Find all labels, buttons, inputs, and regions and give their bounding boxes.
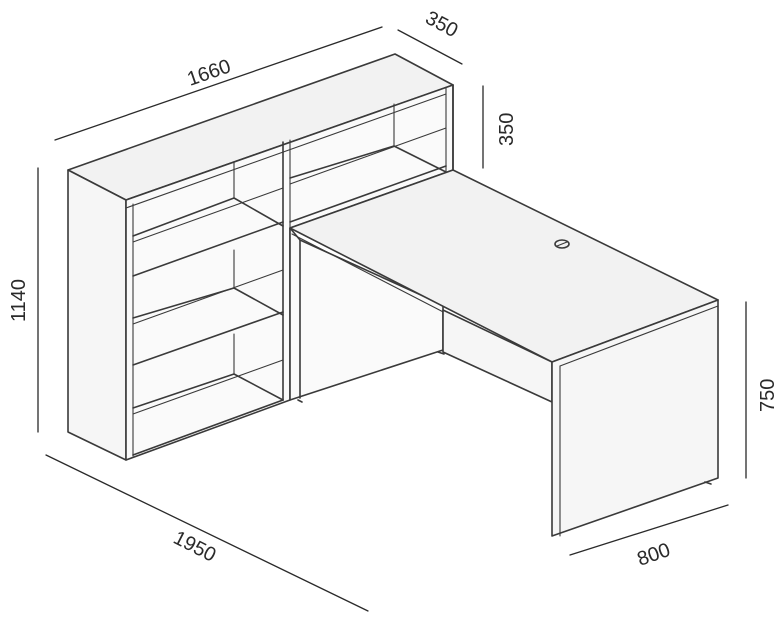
desk-leg-panel	[551, 299, 719, 537]
label-desk-height: 750	[757, 379, 779, 412]
label-shelf-width: 1660	[184, 55, 233, 90]
dim-line-shelf-width	[54, 26, 383, 141]
label-desk-depth: 800	[634, 539, 673, 571]
cable-grommet-icon	[554, 239, 570, 249]
label-total-length: 1950	[170, 527, 220, 567]
dim-line-total-length	[45, 454, 369, 612]
dimension-lines	[37, 26, 747, 612]
right-upper-compartment	[289, 103, 447, 223]
shelf-left-side	[67, 169, 127, 461]
dim-line-desk-depth	[569, 504, 729, 556]
label-total-height: 1140	[8, 279, 30, 322]
label-shelf-depth: 350	[422, 7, 462, 42]
label-shelf-top-height: 350	[496, 113, 518, 146]
dim-line-shelf-depth	[397, 29, 463, 65]
desk	[289, 169, 719, 537]
